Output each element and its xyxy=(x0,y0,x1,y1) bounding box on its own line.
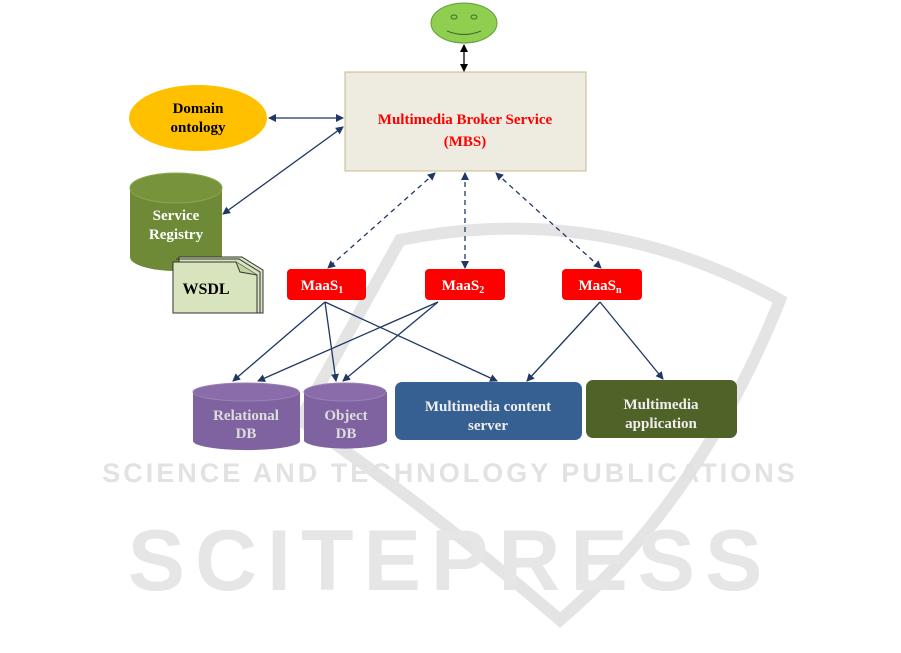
watermark-tagline: SCIENCE AND TECHNOLOGY PUBLICATIONS xyxy=(102,458,798,488)
broker-abbrev: (MBS) xyxy=(444,134,487,150)
relational-db-cylinder: Relational DB xyxy=(193,383,300,450)
maas-1-box: MaaS1 xyxy=(287,269,366,300)
maas-n-label: MaaS xyxy=(578,278,616,294)
ontology-label-1: Domain xyxy=(173,101,224,117)
svg-text:MaaS2: MaaS2 xyxy=(442,278,485,296)
object-db-label-2: DB xyxy=(336,426,357,442)
domain-ontology-ellipse: Domain ontology xyxy=(129,85,267,151)
arrow-broker-maasn xyxy=(496,173,601,268)
wsdl-label: WSDL xyxy=(182,281,229,298)
arrow-maasn-content xyxy=(527,302,600,381)
relational-db-label-2: DB xyxy=(236,426,257,442)
svg-text:MaaSn: MaaSn xyxy=(578,278,622,296)
registry-label-1: Service xyxy=(153,208,200,224)
svg-text:MaaS1: MaaS1 xyxy=(301,278,344,296)
arrow-maas1-relational xyxy=(233,302,325,381)
maas-n-subscript: n xyxy=(616,285,622,296)
relational-db-label-1: Relational xyxy=(213,408,279,424)
application-label-1: Multimedia xyxy=(624,397,699,413)
broker-title: Multimedia Broker Service xyxy=(378,112,553,128)
maas-2-label: MaaS xyxy=(442,278,480,294)
object-db-label-1: Object xyxy=(324,408,367,424)
application-label-2: application xyxy=(625,416,697,432)
user-smiley-icon xyxy=(431,3,497,43)
maas-2-box: MaaS2 xyxy=(425,269,505,300)
maas-2-subscript: 2 xyxy=(479,285,484,296)
registry-label-2: Registry xyxy=(149,227,204,243)
ontology-label-2: ontology xyxy=(170,120,226,136)
maas-1-subscript: 1 xyxy=(338,285,343,296)
multimedia-application-box: Multimedia application xyxy=(586,380,737,438)
object-db-cylinder: Object DB xyxy=(304,383,387,449)
multimedia-broker-service-box: Multimedia Broker Service (MBS) xyxy=(345,72,586,171)
content-server-label-2: server xyxy=(468,418,508,434)
maas-1-label: MaaS xyxy=(301,278,339,294)
service-registry-cylinder: Service Registry xyxy=(130,173,222,271)
watermark-brand: SCITEPRESS xyxy=(128,513,773,609)
arrow-broker-maas1 xyxy=(328,173,435,268)
maas-n-box: MaaSn xyxy=(562,269,642,300)
multimedia-content-server-box: Multimedia content server xyxy=(395,382,582,440)
content-server-label-1: Multimedia content xyxy=(425,399,551,415)
wsdl-document-icon: WSDL xyxy=(173,257,263,313)
arrow-maasn-application xyxy=(600,302,663,379)
